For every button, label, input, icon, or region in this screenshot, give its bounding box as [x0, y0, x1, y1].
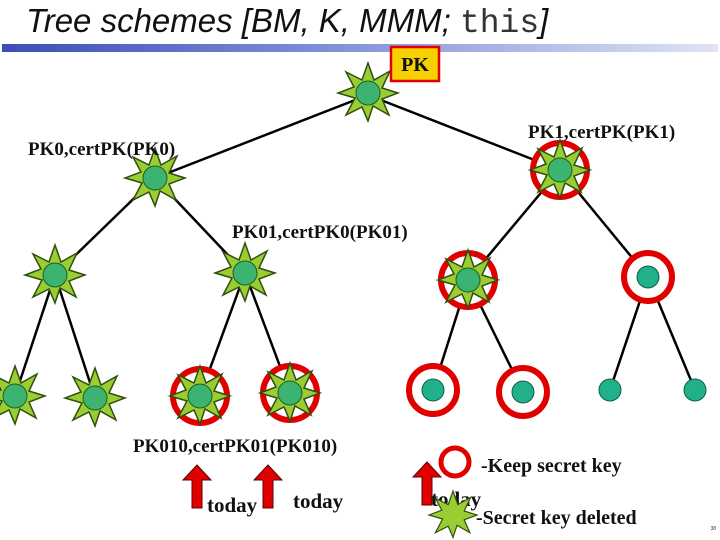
- node-000: [0, 365, 46, 425]
- node-11: [621, 250, 675, 304]
- title-area: Tree schemes [BM, K, MMM; this]: [0, 0, 720, 56]
- legend-deleted-icon: [428, 490, 478, 539]
- node-010: [169, 365, 231, 426]
- node-10: [437, 249, 499, 310]
- edge-00-001: [53, 274, 97, 399]
- node-110: [598, 378, 622, 402]
- node-01: [214, 242, 276, 302]
- today-arrow-3: [411, 461, 443, 506]
- edge-root-0: [154, 93, 369, 180]
- today-arrow-2: [252, 464, 284, 509]
- legend-keep-icon: [438, 445, 472, 479]
- label-pk010: PK010,certPK01(PK010): [133, 436, 337, 457]
- node-101: [496, 365, 550, 419]
- legend-keep-label: -Keep secret key: [481, 455, 622, 477]
- label-pk0: PK0,certPK(PK0): [28, 139, 175, 160]
- node-root: [337, 62, 399, 122]
- node-100: [406, 363, 460, 417]
- node-001: [64, 367, 126, 427]
- edge-root-1: [367, 93, 561, 172]
- node-011: [259, 362, 321, 423]
- today-label-2: today: [293, 489, 344, 513]
- node-0: [124, 147, 186, 207]
- edge-00-000: [13, 274, 57, 397]
- node-1: [529, 139, 591, 200]
- today-label-1: today: [207, 493, 258, 517]
- label-pk01: PK01,certPK0(PK01): [232, 222, 408, 243]
- label-pk1: PK1,certPK(PK1): [528, 122, 675, 143]
- today-arrow-1: [181, 464, 213, 509]
- title-mono: this: [459, 5, 540, 42]
- title-prefix: Tree schemes [BM, K, MMM;: [26, 2, 460, 39]
- title-suffix: ]: [539, 2, 549, 39]
- root-pk-label: PK: [401, 54, 429, 76]
- page-title: Tree schemes [BM, K, MMM; this]: [26, 2, 548, 42]
- node-111: [683, 378, 707, 402]
- title-underline-bar: [2, 44, 718, 52]
- root-pk-box: [389, 45, 441, 83]
- page-number: 38: [710, 526, 716, 532]
- legend-deleted-label: -Secret key deleted: [476, 507, 637, 529]
- node-00: [24, 244, 86, 304]
